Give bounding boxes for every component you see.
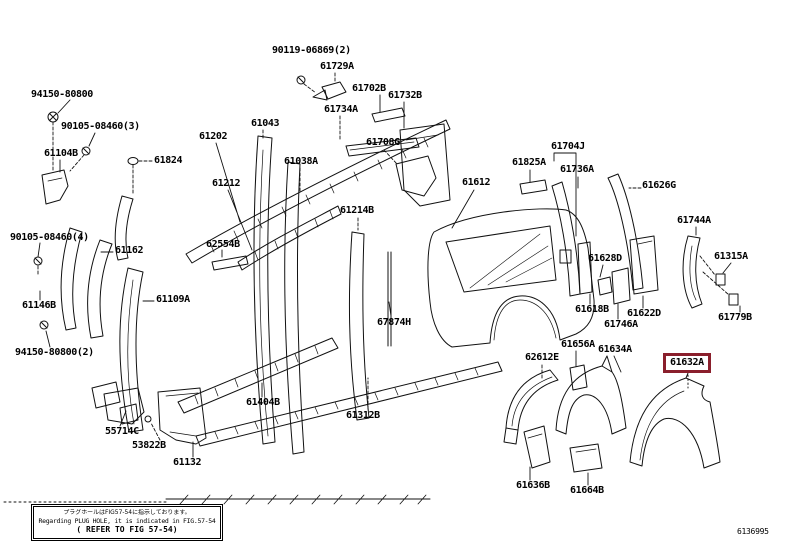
part-label-61744A[interactable]: 61744A — [677, 215, 711, 226]
plug-hole-note-box: プラグホールはFIG57-54に指示しております。 Regarding PLUG… — [31, 504, 223, 541]
part-label-61736A[interactable]: 61736A — [560, 164, 594, 175]
ground-line — [3, 494, 431, 505]
part-label-67874H[interactable]: 67874H — [377, 317, 411, 328]
lower-left-parts — [91, 381, 207, 445]
note-line-english: Regarding PLUG HOLE, it is indicated in … — [38, 517, 216, 525]
part-label-61043[interactable]: 61043 — [251, 118, 280, 129]
part-label-61162[interactable]: 61162 — [115, 245, 144, 256]
part-label-61636B[interactable]: 61636B — [516, 480, 550, 491]
part-label-61214B[interactable]: 61214B — [340, 205, 374, 216]
top-brackets — [41, 81, 451, 207]
part-label-61746A[interactable]: 61746A — [604, 319, 638, 330]
leader-lines-dashed — [37, 72, 730, 441]
note-line-japanese: プラグホールはFIG57-54に指示しております。 — [63, 508, 191, 516]
part-label-61038A[interactable]: 61038A — [284, 156, 318, 167]
part-label-61729A[interactable]: 61729A — [320, 61, 354, 72]
part-label-61104B[interactable]: 61104B — [44, 148, 78, 159]
part-label-61212[interactable]: 61212 — [212, 178, 241, 189]
part-label-62612E[interactable]: 62612E — [525, 352, 559, 363]
right-strips — [519, 173, 703, 309]
part-label-90105-08460-4[interactable]: 90105-08460(4) — [10, 232, 89, 243]
part-label-61824[interactable]: 61824 — [154, 155, 183, 166]
part-label-61618B[interactable]: 61618B — [575, 304, 609, 315]
part-label-61626G[interactable]: 61626G — [642, 180, 676, 191]
part-label-94150-80800-2[interactable]: 94150-80800(2) — [15, 347, 94, 358]
roof-rails — [185, 119, 451, 271]
part-label-61612[interactable]: 61612 — [462, 177, 491, 188]
part-label-61702B[interactable]: 61702B — [352, 83, 386, 94]
part-label-61622D[interactable]: 61622D — [627, 308, 661, 319]
part-label-61628D[interactable]: 61628D — [588, 253, 622, 264]
part-label-94150-80800[interactable]: 94150-80800 — [31, 89, 93, 100]
part-label-61825A[interactable]: 61825A — [512, 157, 546, 168]
part-label-61146B[interactable]: 61146B — [22, 300, 56, 311]
rocker-panels — [177, 337, 503, 447]
part-label-61779B[interactable]: 61779B — [718, 312, 752, 323]
part-label-61732B[interactable]: 61732B — [388, 90, 422, 101]
part-label-53822B[interactable]: 53822B — [132, 440, 166, 451]
fastener-icons — [33, 75, 739, 423]
part-label-61708G[interactable]: 61708G — [366, 137, 400, 148]
part-label-90105-08460-3[interactable]: 90105-08460(3) — [61, 121, 140, 132]
part-label-90119-06869-2[interactable]: 90119-06869(2) — [272, 45, 351, 56]
note-line-refer: ( REFER TO FIG 57-54) — [76, 525, 178, 534]
part-label-61312B[interactable]: 61312B — [346, 410, 380, 421]
part-label-61109A[interactable]: 61109A — [156, 294, 190, 305]
wheel-house-parts — [503, 355, 721, 473]
part-label-61132[interactable]: 61132 — [173, 457, 202, 468]
figure-code: 6136995 — [737, 527, 769, 536]
pillar-strips — [60, 135, 392, 455]
leader-lines — [37, 94, 741, 486]
part-label-61202[interactable]: 61202 — [199, 131, 228, 142]
highlighted-part-label-61632A[interactable]: 61632A — [663, 353, 711, 373]
part-label-61734A[interactable]: 61734A — [324, 104, 358, 115]
part-label-61656A[interactable]: 61656A — [561, 339, 595, 350]
part-label-61664B[interactable]: 61664B — [570, 485, 604, 496]
part-label-61634A[interactable]: 61634A — [598, 344, 632, 355]
part-label-61315A[interactable]: 61315A — [714, 251, 748, 262]
quarter-panel — [427, 208, 595, 348]
part-label-55714C[interactable]: 55714C — [105, 426, 139, 437]
part-label-61704J[interactable]: 61704J — [551, 141, 585, 152]
part-label-62554B[interactable]: 62554B — [206, 239, 240, 250]
part-label-61404B[interactable]: 61404B — [246, 397, 280, 408]
